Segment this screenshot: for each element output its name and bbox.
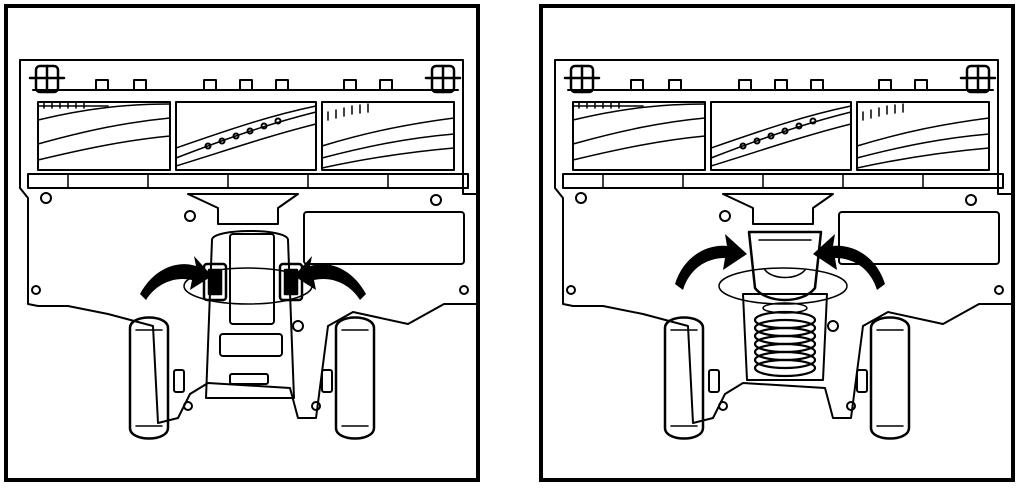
- curved-arrow-right-icon: [813, 234, 885, 290]
- cover-window: [230, 234, 274, 324]
- neck: [188, 194, 298, 224]
- vacuum-base-illustration-left: [8, 8, 476, 478]
- neck: [723, 194, 833, 224]
- wheel-right: [871, 318, 909, 439]
- wheel-left: [665, 318, 703, 439]
- screw-hole: [576, 193, 586, 203]
- screw-hole: [41, 193, 51, 203]
- latch-button-right-icon: [280, 264, 302, 300]
- curved-arrow-left-icon: [675, 234, 747, 290]
- panel-cover-opened: [539, 4, 1015, 482]
- hose-coil-icon: [755, 303, 815, 376]
- side-plate: [839, 212, 999, 264]
- corner-clip-right: [426, 66, 460, 92]
- brush-bay-1: [573, 102, 705, 170]
- curved-arrow-left-icon: [140, 256, 212, 300]
- housing-outline: [555, 60, 1011, 423]
- rail-tabs: [631, 80, 927, 90]
- vacuum-base-illustration-right: [543, 8, 1011, 478]
- screw-hole: [828, 321, 838, 331]
- corner-clip-right: [961, 66, 995, 92]
- brush-bay-2: [711, 102, 851, 170]
- corner-clip-left: [30, 66, 64, 92]
- screw-hole: [567, 286, 575, 294]
- screw-hole: [32, 286, 40, 294]
- wheel-right: [336, 318, 374, 439]
- screw-hole: [720, 211, 730, 221]
- hose-chamber: [743, 294, 827, 380]
- opened-cover: [749, 232, 821, 300]
- panel-latches-pressed: [4, 4, 480, 482]
- wheel-left: [130, 318, 168, 439]
- screw-hole: [966, 195, 976, 205]
- curved-arrow-right-icon: [294, 256, 366, 300]
- brush-bay-3: [857, 102, 989, 170]
- center-cover: [206, 231, 294, 398]
- screw-hole: [995, 286, 1003, 294]
- housing-outline: [20, 60, 476, 423]
- corner-clip-left: [565, 66, 599, 92]
- brush-bay-2: [176, 102, 316, 170]
- side-plate: [304, 212, 464, 264]
- brush-bay-3: [322, 102, 454, 170]
- lower-rail: [563, 174, 1003, 188]
- screw-hole: [431, 195, 441, 205]
- rail-tabs: [96, 80, 392, 90]
- screw-hole: [293, 321, 303, 331]
- screw-hole: [185, 211, 195, 221]
- screw-hole: [460, 286, 468, 294]
- lower-rail: [28, 174, 468, 188]
- brush-bay-1: [38, 102, 170, 170]
